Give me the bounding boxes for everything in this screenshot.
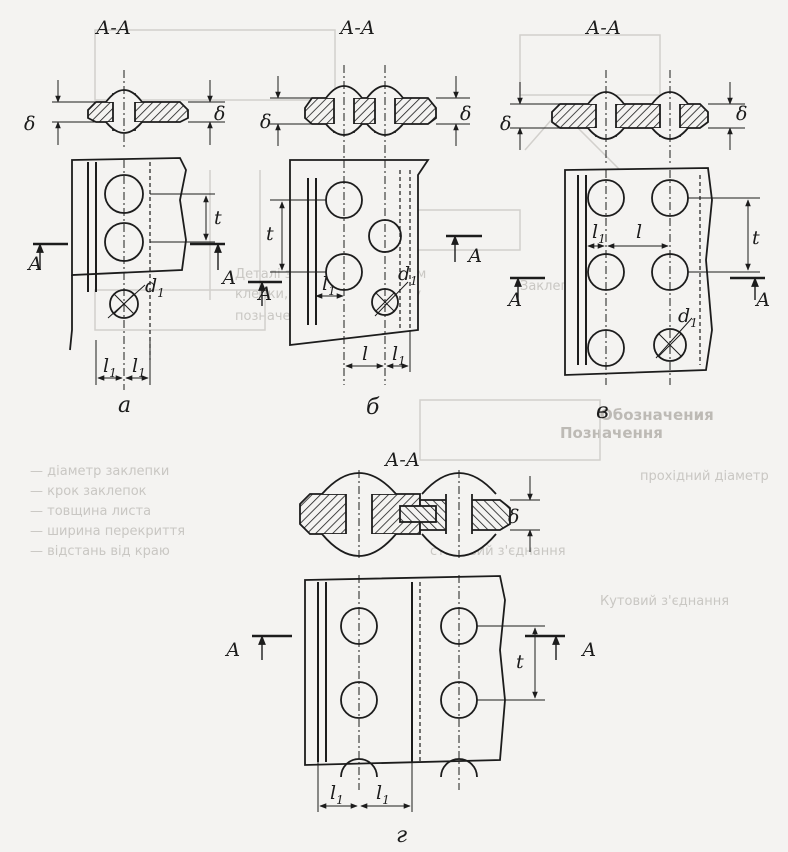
caption-g: г <box>396 823 407 847</box>
figure-g <box>252 470 565 812</box>
dim-t-v: t <box>752 227 760 249</box>
dim-d1-a: d1 <box>145 275 165 300</box>
caption-v: в <box>596 399 609 424</box>
dim-l1-b-2: l1 <box>392 343 406 368</box>
bleed-through-line: — товщина листа <box>30 504 151 519</box>
labels: А-А δ δ t d1 А А l1 l1 а А-А δ δ t d1 А … <box>24 17 770 848</box>
dim-l-b: l <box>362 343 368 365</box>
bleed-through-line: прохідний діаметр <box>640 469 769 484</box>
dim-delta-b-left: δ <box>260 111 271 133</box>
dim-l1-b-1: l1 <box>322 273 336 298</box>
dim-delta-a-left: δ <box>24 113 35 135</box>
bleed-through-line: Позначення <box>560 424 663 442</box>
bleed-through-line: — ширина перекриття <box>30 524 185 539</box>
dim-l1-a-1: l1 <box>103 355 117 380</box>
dim-d1-b: d1 <box>398 263 418 288</box>
dim-l1-g-2: l1 <box>376 782 390 807</box>
dim-d1-v: d1 <box>678 305 698 330</box>
bleed-through-line: — крок заклепок <box>30 484 147 499</box>
section-mark-g-left: А <box>224 639 240 661</box>
dim-l-v: l <box>636 221 642 243</box>
section-title-b: А-А <box>338 17 375 39</box>
section-mark-v-left: А <box>506 289 522 311</box>
dim-t-a: t <box>214 207 222 229</box>
section-title-g: А-А <box>383 449 420 471</box>
dim-l1-g-1: l1 <box>330 782 344 807</box>
plate-section-v <box>551 103 709 129</box>
dim-l1-v: l1 <box>592 221 606 246</box>
dim-delta-v-left: δ <box>500 113 511 135</box>
section-title-v: А-А <box>584 17 621 39</box>
dim-l1-a-2: l1 <box>132 355 146 380</box>
bleed-through-line: — відстань від краю <box>30 544 170 559</box>
caption-a: а <box>118 393 131 418</box>
rivet-v-1 <box>587 179 625 217</box>
figure-a <box>33 70 225 390</box>
caption-b: б <box>366 395 380 420</box>
figure-v <box>510 70 765 385</box>
dim-delta-v-right: δ <box>736 103 747 125</box>
plate-section-b <box>304 97 437 125</box>
bleed-through-line: Кутовий з'єднання <box>600 594 729 609</box>
dim-delta-a-right: δ <box>214 103 225 125</box>
section-mark-v-right: А <box>754 289 770 311</box>
figure-b <box>248 65 482 385</box>
bleed-through-line: — діаметр заклепки <box>30 464 169 479</box>
section-mark-b-left: А <box>256 283 272 305</box>
section-mark-b-right: А <box>466 245 482 267</box>
dim-delta-g: δ <box>508 506 519 528</box>
plate-section-a <box>87 101 189 123</box>
dim-t-b: t <box>266 223 274 245</box>
section-mark-a-right: А <box>220 267 236 289</box>
dim-t-g: t <box>516 651 524 673</box>
section-mark-a-left: А <box>26 253 42 275</box>
dim-delta-b-right: δ <box>460 103 471 125</box>
bleed-through-line: Обозначения <box>600 406 714 424</box>
section-mark-g-right: А <box>580 639 596 661</box>
section-title-a: А-А <box>94 17 131 39</box>
rivet-hole-v <box>653 328 687 362</box>
